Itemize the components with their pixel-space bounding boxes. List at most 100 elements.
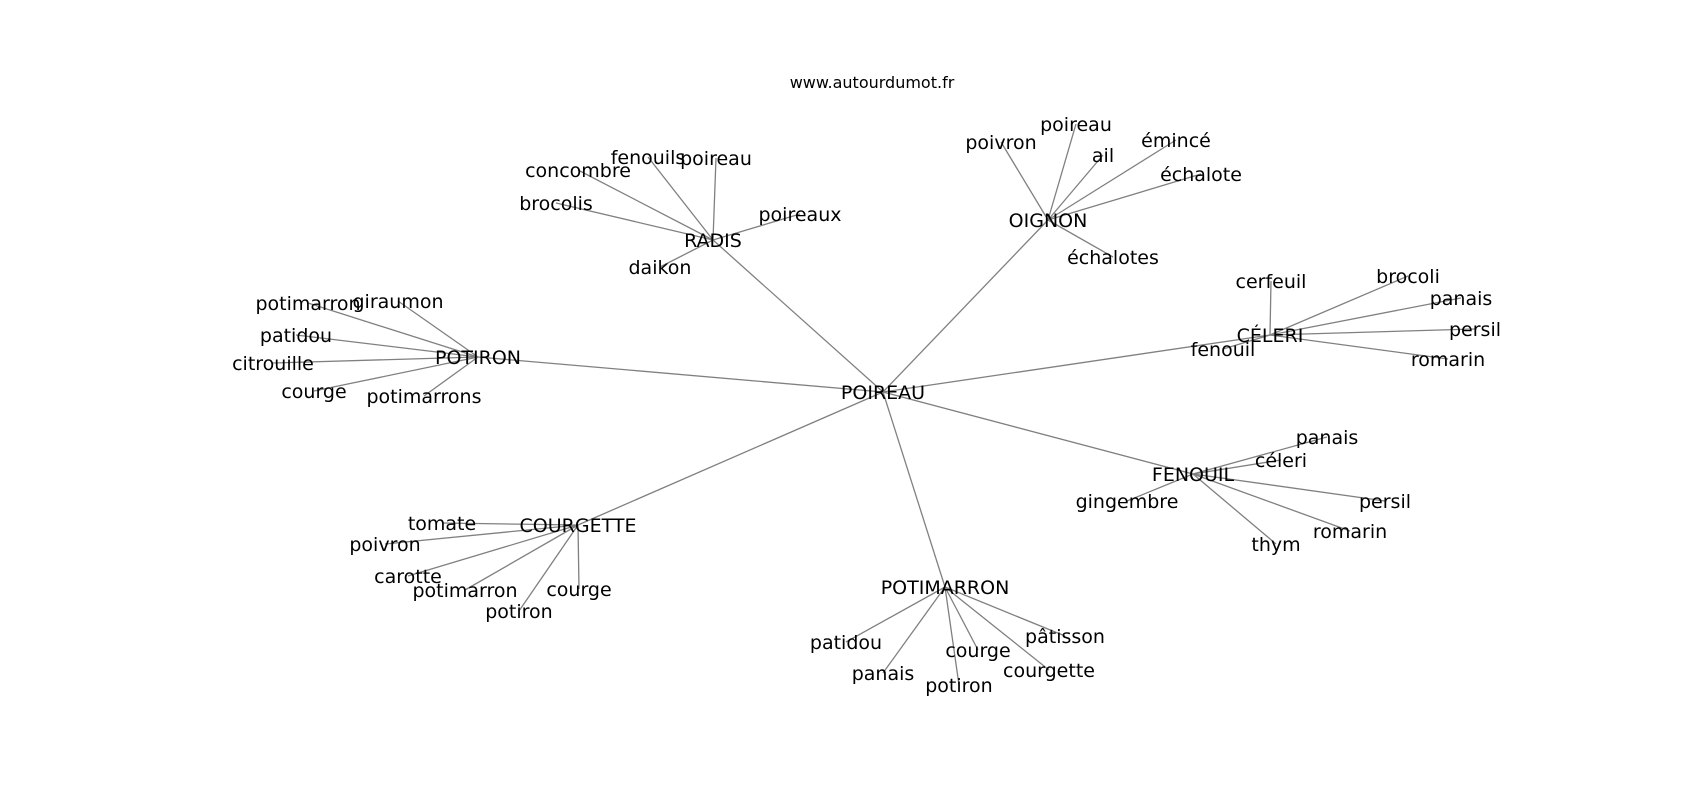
word-node: panais xyxy=(852,663,915,685)
edge-leaf-6-4 xyxy=(882,586,946,674)
edge-leaf-4-0 xyxy=(1192,436,1328,475)
word-node: patidou xyxy=(260,325,332,347)
edge-leaf-0-4 xyxy=(712,213,801,241)
edge-leaf-1-0 xyxy=(1047,123,1077,221)
edge-root-4 xyxy=(882,391,1194,475)
edges-layer xyxy=(272,123,1476,686)
edge-root-1 xyxy=(882,219,1049,393)
cluster-node: POTIMARRON xyxy=(881,577,1010,599)
word-node: concombre xyxy=(525,160,631,182)
word-node: potimarrons xyxy=(366,386,481,408)
word-node: poivron xyxy=(349,534,420,556)
word-node: giraumon xyxy=(352,291,443,313)
word-node: échalotes xyxy=(1067,247,1159,269)
word-node: brocolis xyxy=(519,193,593,215)
edge-leaf-3-0 xyxy=(1269,280,1272,336)
edge-leaf-3-5 xyxy=(1269,334,1449,360)
word-node: émincé xyxy=(1141,130,1211,152)
word-node: courge xyxy=(546,579,611,601)
edge-leaf-1-4 xyxy=(1047,173,1202,221)
word-node: gingembre xyxy=(1076,491,1179,513)
edge-leaf-6-3 xyxy=(944,586,1050,671)
edge-leaf-3-1 xyxy=(1269,275,1409,336)
edge-root-6 xyxy=(882,391,946,588)
edge-leaf-3-3 xyxy=(1269,328,1476,336)
word-node: courge xyxy=(281,381,346,403)
word-node: poireau xyxy=(680,148,752,170)
word-node: romarin xyxy=(1411,349,1485,371)
edge-leaf-2-0 xyxy=(307,302,479,358)
edge-root-5 xyxy=(577,391,884,526)
word-node: patidou xyxy=(810,632,882,654)
edge-leaf-1-1 xyxy=(1000,141,1049,221)
edge-leaf-2-5 xyxy=(423,356,479,397)
word-node: thym xyxy=(1251,534,1300,556)
edge-leaf-5-5 xyxy=(518,524,579,612)
edge-leaf-1-5 xyxy=(1047,219,1114,258)
cluster-node: CÉLERI xyxy=(1237,324,1304,347)
edge-leaf-1-2 xyxy=(1047,154,1104,221)
edge-leaf-5-4 xyxy=(577,524,580,590)
site-url: www.autourdumot.fr xyxy=(790,73,955,92)
edge-root-3 xyxy=(882,334,1271,393)
word-node: échalote xyxy=(1160,164,1242,186)
word-node: poireau xyxy=(1040,114,1112,136)
edge-leaf-5-3 xyxy=(464,524,579,591)
word-node: potimarron xyxy=(412,580,517,602)
cluster-node: RADIS xyxy=(684,230,742,252)
edge-leaf-0-0 xyxy=(647,156,714,241)
word-node: panais xyxy=(1296,427,1359,449)
edge-leaf-5-2 xyxy=(407,524,579,577)
edge-leaf-2-2 xyxy=(295,334,479,358)
word-node: brocoli xyxy=(1376,266,1440,288)
edge-leaf-2-1 xyxy=(397,300,479,358)
word-node: potimarron xyxy=(255,293,360,315)
edge-leaf-0-1 xyxy=(712,157,717,241)
word-node: courgette xyxy=(1003,660,1095,682)
edge-root-2 xyxy=(477,356,884,393)
word-node: panais xyxy=(1430,288,1493,310)
word-node: poireaux xyxy=(759,204,842,226)
cluster-node: POTIRON xyxy=(435,347,521,369)
edge-leaf-3-2 xyxy=(1269,297,1462,336)
cluster-node: FENOUIL xyxy=(1152,464,1235,486)
edge-leaf-6-2 xyxy=(944,586,979,651)
edge-leaf-0-2 xyxy=(577,169,714,241)
edge-leaf-5-0 xyxy=(441,522,579,526)
edge-leaf-4-4 xyxy=(1192,473,1351,532)
word-node: romarin xyxy=(1313,521,1387,543)
word-node: ail xyxy=(1092,145,1114,167)
word-node: tomate xyxy=(408,513,476,535)
edge-leaf-4-3 xyxy=(1192,473,1386,502)
edge-leaf-4-5 xyxy=(1192,473,1277,545)
word-node: citrouille xyxy=(232,353,314,375)
edge-leaf-4-2 xyxy=(1126,473,1194,502)
root-node: POIREAU xyxy=(841,382,925,404)
edge-leaf-2-4 xyxy=(313,356,479,392)
word-node: poivron xyxy=(965,132,1036,154)
cluster-node: COURGETTE xyxy=(520,515,637,537)
edge-leaf-6-1 xyxy=(845,586,946,643)
edge-leaf-0-3 xyxy=(555,202,714,241)
word-node: daikon xyxy=(629,257,692,279)
word-node: fenouil xyxy=(1191,339,1256,361)
edge-leaf-4-1 xyxy=(1192,459,1282,475)
edge-leaf-3-4 xyxy=(1222,334,1271,350)
edge-leaf-1-3 xyxy=(1047,139,1177,221)
word-node: fenouils xyxy=(611,147,686,169)
word-node: céleri xyxy=(1255,450,1307,472)
cluster-node: OIGNON xyxy=(1009,210,1088,232)
edge-root-0 xyxy=(712,239,884,393)
word-node: persil xyxy=(1359,491,1411,513)
word-node: carotte xyxy=(374,566,442,588)
edge-leaf-5-1 xyxy=(384,524,579,545)
word-node: pâtisson xyxy=(1025,626,1105,648)
word-node: potiron xyxy=(925,675,992,697)
word-node: courge xyxy=(945,640,1010,662)
edge-leaf-6-0 xyxy=(944,586,1066,637)
word-node: potiron xyxy=(485,601,552,623)
edge-leaf-0-5 xyxy=(659,239,714,268)
word-node: persil xyxy=(1449,319,1501,341)
